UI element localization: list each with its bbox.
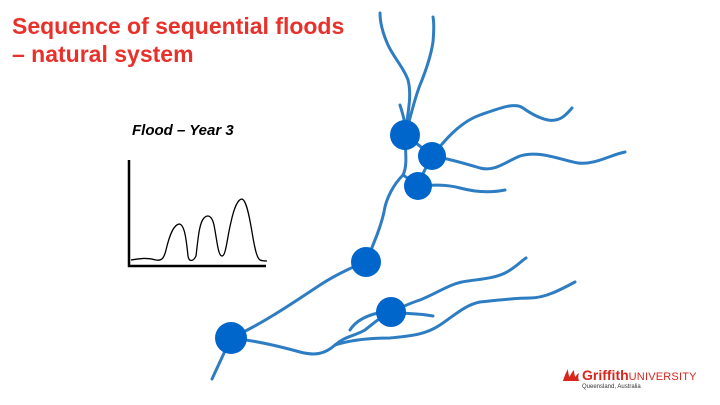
hydrograph-curve bbox=[130, 198, 268, 262]
griffith-logo: GriffithUNIVERSITY Queensland, Australia bbox=[562, 366, 712, 398]
logo-wordmark: GriffithUNIVERSITY bbox=[582, 366, 697, 386]
river-east-branch-3 bbox=[430, 150, 627, 171]
title-line-2: – natural system bbox=[12, 41, 194, 67]
river-north-branch bbox=[378, 11, 412, 137]
river-node-east-upper bbox=[418, 142, 446, 170]
river-lower-branch-3 bbox=[333, 280, 577, 347]
river-node-east-lower bbox=[404, 172, 432, 200]
title-line-1: Sequence of sequential floods bbox=[12, 13, 345, 39]
hydrograph bbox=[127, 160, 268, 268]
river-node-top bbox=[390, 120, 420, 150]
logo-brand-bold: Griffith bbox=[582, 367, 629, 383]
river-node-outlet bbox=[215, 322, 247, 354]
slide-title: Sequence of sequential floods – natural … bbox=[12, 12, 392, 68]
river-east-branch-1 bbox=[403, 15, 436, 137]
logo-brand-caps: UNIVERSITY bbox=[628, 371, 697, 383]
river-node-lower bbox=[376, 297, 406, 327]
logo-flame-icon bbox=[563, 369, 579, 381]
river-east-branch-2 bbox=[430, 104, 574, 158]
river-lower-branch bbox=[229, 310, 393, 356]
logo-subtitle: Queensland, Australia bbox=[582, 384, 641, 390]
river-lower-branch-2 bbox=[389, 256, 528, 314]
river-node-mid bbox=[351, 247, 381, 277]
hydrograph-label: Flood – Year 3 bbox=[132, 122, 234, 139]
hydrograph-axes bbox=[127, 160, 266, 268]
